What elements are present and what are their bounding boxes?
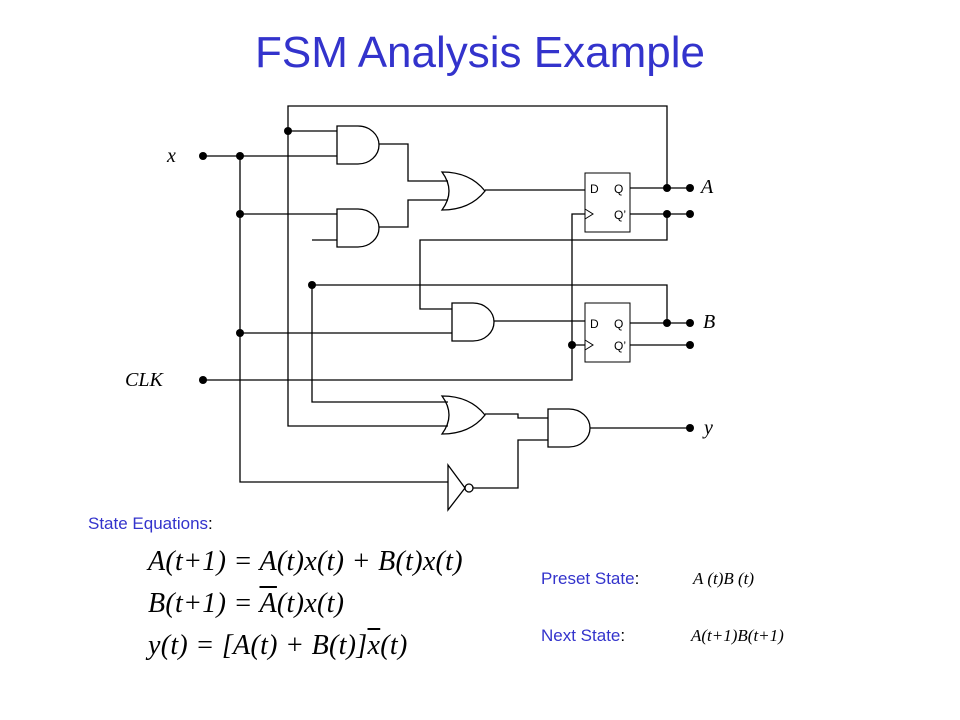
input-x-label: x bbox=[166, 145, 176, 167]
output-y-label: y bbox=[702, 417, 713, 439]
ffb-d-label: D bbox=[590, 317, 599, 331]
terminal-a-not bbox=[686, 210, 694, 218]
next-state-value: A(t+1)B(t+1) bbox=[691, 626, 784, 645]
wire-and2-or1 bbox=[379, 199, 448, 228]
and-gate-3 bbox=[451, 302, 495, 342]
wire-and1-or1 bbox=[379, 143, 448, 182]
junction bbox=[236, 152, 244, 160]
and-gate-1 bbox=[336, 125, 380, 165]
and-gate-4 bbox=[547, 408, 591, 448]
terminal-clk bbox=[199, 376, 207, 384]
not-gate bbox=[447, 463, 466, 512]
equation-b: B(t+1) = A(t)x(t) bbox=[148, 588, 345, 619]
wire-qan-and3 bbox=[419, 214, 668, 310]
a-bar: A bbox=[259, 588, 277, 619]
junction bbox=[308, 281, 316, 289]
state-equations-heading: State Equations: bbox=[88, 514, 213, 533]
junction bbox=[663, 184, 671, 192]
wire-or2-and4 bbox=[485, 413, 548, 419]
terminal-b-not bbox=[686, 341, 694, 349]
not-gate-bubble bbox=[464, 483, 474, 493]
next-state-label: Next State: bbox=[541, 626, 626, 645]
wire-a-feedback bbox=[287, 105, 668, 427]
flip-flop-b bbox=[584, 302, 631, 363]
and-gate-2 bbox=[336, 208, 380, 248]
ffa-qn-label: Q’ bbox=[614, 208, 626, 222]
wire-clk bbox=[203, 344, 585, 381]
terminal-a bbox=[686, 184, 694, 192]
ffb-qn-label: Q’ bbox=[614, 339, 626, 353]
equation-y: y(t) = [A(t) + B(t)]x(t) bbox=[148, 630, 408, 661]
wire-x-bus bbox=[239, 156, 448, 483]
flip-flop-a bbox=[584, 172, 631, 233]
x-bar: x bbox=[367, 630, 381, 661]
ffa-clock-triangle bbox=[584, 208, 594, 220]
terminal-b bbox=[686, 319, 694, 327]
ffa-d-label: D bbox=[590, 182, 599, 196]
ffb-clock-triangle bbox=[584, 339, 594, 351]
ffb-q-label: Q bbox=[614, 317, 623, 331]
or-gate-1 bbox=[440, 171, 486, 211]
junction bbox=[236, 210, 244, 218]
junction bbox=[568, 341, 576, 349]
output-b-label: B bbox=[703, 311, 715, 333]
wire-clk-ffa bbox=[571, 213, 585, 345]
junction bbox=[663, 319, 671, 327]
equation-a: A(t+1) = A(t)x(t) + B(t)x(t) bbox=[148, 546, 463, 577]
junction bbox=[284, 127, 292, 135]
present-state-value: A (t)B (t) bbox=[693, 569, 755, 588]
wire-not-and4 bbox=[473, 439, 548, 489]
present-state-label: Preset State: bbox=[541, 569, 640, 588]
or-gate-2 bbox=[440, 395, 486, 435]
ffa-q-label: Q bbox=[614, 182, 623, 196]
terminal-y bbox=[686, 424, 694, 432]
page-title: FSM Analysis Example bbox=[255, 28, 705, 77]
input-clk-label: CLK bbox=[125, 369, 164, 391]
terminal-x bbox=[199, 152, 207, 160]
junction bbox=[236, 329, 244, 337]
junction bbox=[663, 210, 671, 218]
output-a-label: A bbox=[699, 176, 714, 198]
